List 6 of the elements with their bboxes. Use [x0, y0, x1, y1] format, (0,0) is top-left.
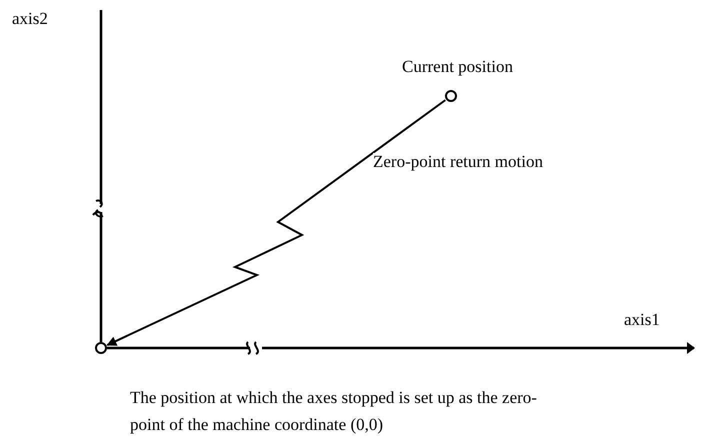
axis-label: axis2 [12, 10, 48, 27]
position-label: Current position [402, 58, 513, 75]
axis-label: axis1 [624, 311, 660, 328]
edge-label: Zero-point return motion [373, 153, 543, 170]
caption: The position at which the axes stopped is set up as the zero-point of the machine coordinate (0,0) [130, 387, 538, 436]
zigzag-arrow [106, 99, 446, 346]
